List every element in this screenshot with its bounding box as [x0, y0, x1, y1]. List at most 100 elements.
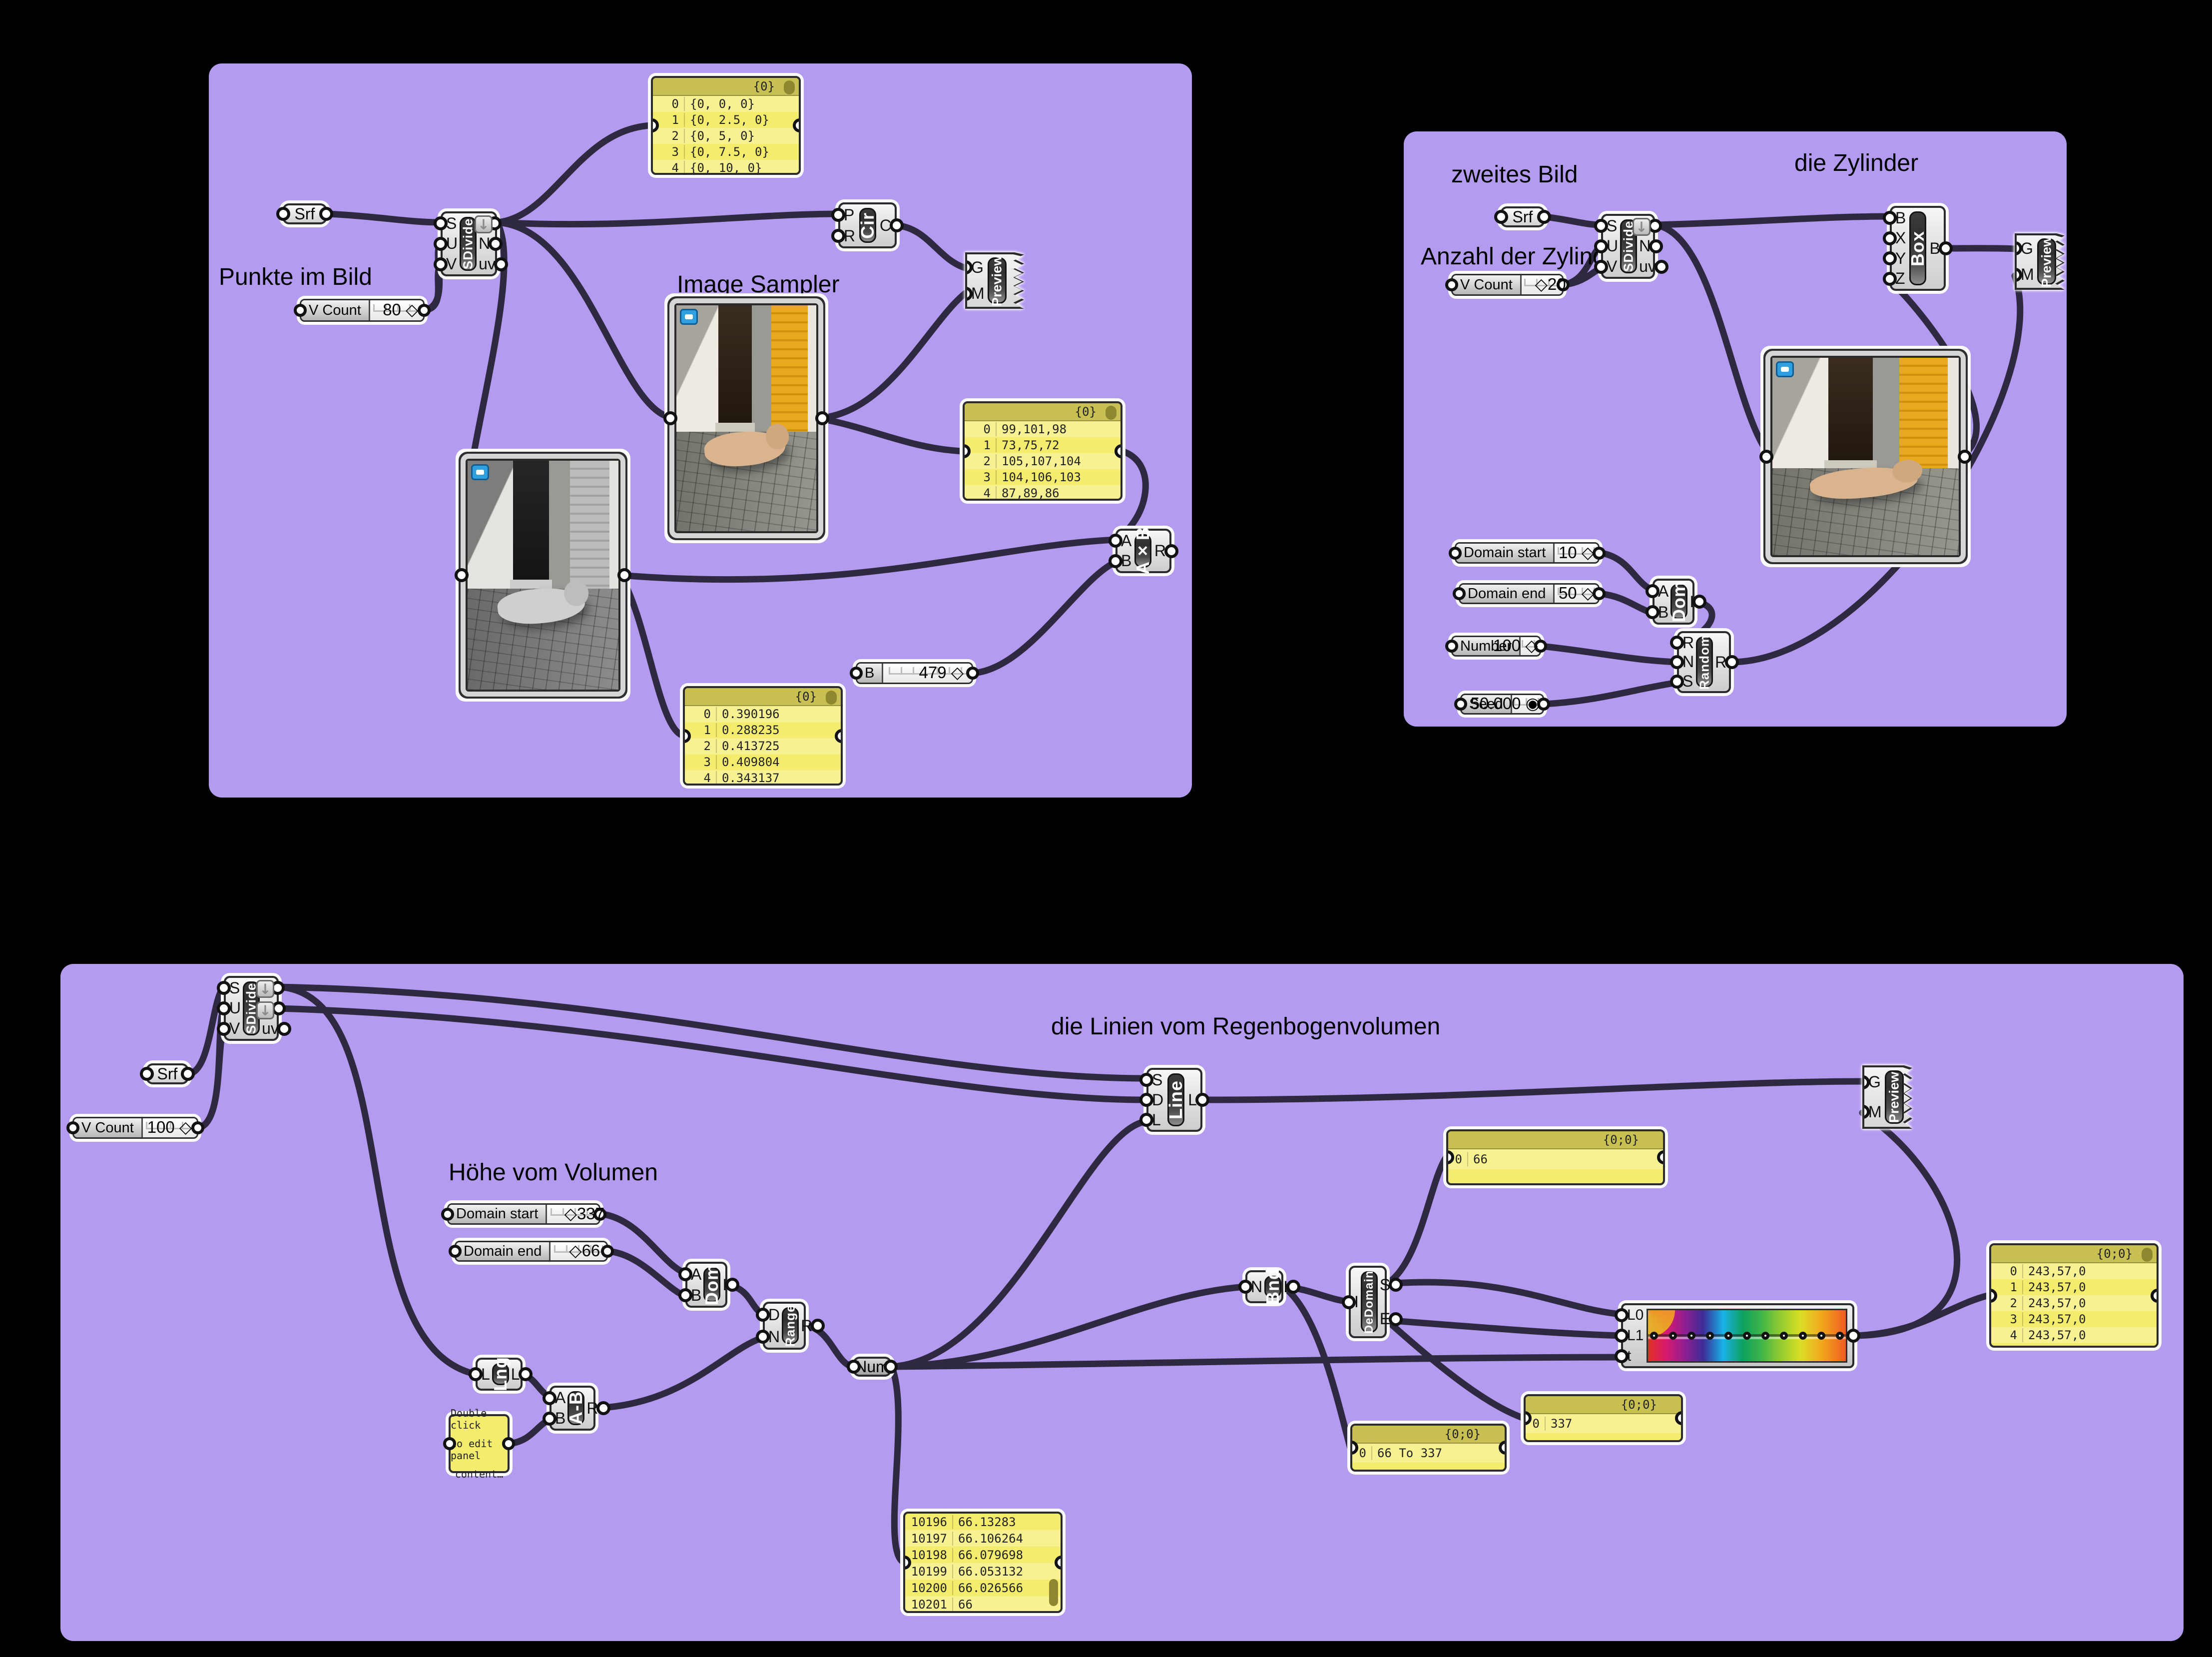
v-count-slider[interactable]: V Count 100 ◇ [66, 1117, 204, 1139]
slider-track[interactable]: 100 ◇ [142, 1118, 197, 1137]
port-out[interactable]: R [586, 1399, 611, 1417]
port-out[interactable]: I [1689, 592, 1706, 611]
port-in[interactable]: S [1139, 1070, 1163, 1089]
slider-track[interactable]: 80 ◇ [370, 300, 423, 320]
range-node[interactable]: D N Range R [755, 1302, 825, 1350]
group-regenbogenvolumen[interactable]: die Linien vom Regenbogenvolumen Höhe vo… [60, 964, 2184, 1641]
panel-scrollbar[interactable] [826, 691, 837, 705]
port-in[interactable]: M [967, 284, 985, 303]
number-slider[interactable]: Number 100 ◇ [1445, 636, 1547, 657]
port-in[interactable]: B [1645, 603, 1669, 621]
flatten-arrow-icon[interactable] [256, 1001, 274, 1019]
domain-end-slider[interactable]: Domain end 50 ◇ [1453, 583, 1606, 604]
box-node[interactable]: B X Y Z Box B [1882, 206, 1953, 291]
port-in[interactable]: L1 [1614, 1327, 1644, 1344]
port-out[interactable]: I [722, 1275, 739, 1294]
points-data-panel[interactable]: {0} 0{0, 0, 0} 1{0, 2.5, 0} 2{0, 5, 0} 3… [651, 76, 801, 175]
domain-start-slider[interactable]: Domain start 10 ◇ [1449, 542, 1606, 564]
port-in[interactable]: D [1139, 1090, 1164, 1109]
port-in[interactable]: L [469, 1365, 490, 1383]
port-in[interactable]: U [216, 999, 241, 1017]
port-in[interactable]: B [678, 1286, 702, 1304]
line-node[interactable]: S D L Line L [1139, 1068, 1209, 1132]
dedomain-node[interactable]: I DeDomain S E [1342, 1266, 1403, 1338]
srf-param-node[interactable]: Srf [276, 203, 333, 224]
sdivide-node[interactable]: S U V SDivide P N uv [216, 976, 291, 1041]
gradient-node[interactable]: L0 L1 t [1614, 1303, 1860, 1368]
srf-param-node[interactable]: Srf [140, 1063, 195, 1084]
port-in[interactable]: U [433, 234, 458, 253]
group-zweites-bild[interactable]: zweites Bild die Zylinder Anzahl der Zyl… [1404, 131, 2067, 727]
subtract-node[interactable]: A B A-B R [542, 1386, 611, 1431]
port-in[interactable]: N [1238, 1277, 1263, 1296]
port-in[interactable]: P [831, 205, 855, 224]
port-out[interactable]: R [1715, 653, 1739, 671]
port-out[interactable]: I [1283, 1277, 1300, 1296]
port-in[interactable]: U [1594, 237, 1619, 255]
port-in[interactable]: G [967, 258, 984, 276]
port-in[interactable]: M [2017, 265, 2034, 284]
image-sampler-node[interactable] [1759, 356, 1972, 557]
port-out[interactable]: uv [262, 1019, 291, 1038]
port-in[interactable]: B [1108, 552, 1132, 570]
note-panel[interactable]: Double click to edit panel content… [443, 1407, 515, 1480]
image-sampler-node[interactable] [663, 303, 829, 533]
port-in[interactable]: D [755, 1305, 780, 1324]
port-out[interactable]: R [801, 1316, 825, 1335]
port-in[interactable]: B [542, 1409, 566, 1427]
domain-start-slider[interactable]: Domain start ◇337 [441, 1203, 606, 1225]
b-slider[interactable]: B 479 ◇ [850, 662, 979, 684]
preview-node[interactable]: G M Preview [2015, 233, 2065, 290]
port-out[interactable]: C [879, 216, 904, 234]
domain-node[interactable]: A B Dom I [1645, 579, 1706, 625]
port-in[interactable]: A [542, 1389, 566, 1407]
gradient-rainbow[interactable] [1647, 1309, 1847, 1363]
port-in[interactable]: L0 [1614, 1307, 1644, 1324]
port-out[interactable]: E [1379, 1310, 1403, 1328]
sdivide-node[interactable]: S U V SDivide P N uv [1594, 214, 1668, 279]
port-in[interactable]: A [1108, 531, 1132, 550]
panel-scrollbar[interactable] [1049, 1579, 1058, 1606]
port-in[interactable]: Y [1882, 249, 1906, 267]
panel-scrollbar[interactable] [1106, 406, 1116, 420]
slider-track[interactable]: 50.000 ◉ [1471, 694, 1543, 713]
port-in[interactable]: V [1594, 257, 1618, 276]
slider-track[interactable]: ◇337 [547, 1204, 604, 1223]
port-out[interactable]: uv [479, 255, 508, 273]
port-in[interactable]: B [1882, 208, 1906, 227]
port-in[interactable]: L [1139, 1110, 1161, 1129]
port-out[interactable]: L [1188, 1090, 1209, 1109]
port-in[interactable]: Z [1883, 269, 1905, 288]
num-param-node[interactable]: Num [847, 1357, 898, 1377]
port-in[interactable]: A [678, 1265, 702, 1283]
domain-end-slider[interactable]: Domain end ◇66 [449, 1241, 614, 1262]
port-out[interactable]: B [1929, 239, 1953, 257]
preview-node[interactable]: G M Preview [965, 252, 1024, 309]
circle-node[interactable]: P R Cir C [831, 202, 904, 248]
port-in[interactable]: N [755, 1327, 780, 1346]
flatten-arrow-icon[interactable] [256, 980, 274, 998]
slider-track[interactable]: 10 ◇ [1555, 543, 1598, 562]
panel-scrollbar[interactable] [784, 80, 795, 94]
port-out[interactable]: L [511, 1365, 533, 1383]
port-in[interactable]: A [1645, 582, 1669, 600]
port-out[interactable]: S [1379, 1275, 1403, 1294]
domain-node[interactable]: A B Dom I [678, 1262, 739, 1308]
port-in[interactable]: N [1669, 653, 1694, 671]
port-in[interactable]: S [1594, 216, 1618, 235]
port-in[interactable]: S [433, 214, 457, 232]
v-count-slider[interactable]: V Count 80 ◇ [294, 299, 431, 322]
bounds-node[interactable]: N Bnd I [1238, 1269, 1300, 1305]
port-in[interactable]: X [1882, 229, 1906, 247]
port-in[interactable]: V [433, 255, 457, 273]
slider-track[interactable]: 100 ◇ [1493, 636, 1540, 655]
port-in[interactable]: R [831, 226, 856, 245]
preview-node[interactable]: G M Preview [1862, 1065, 1912, 1129]
port-in[interactable]: S [216, 978, 240, 997]
